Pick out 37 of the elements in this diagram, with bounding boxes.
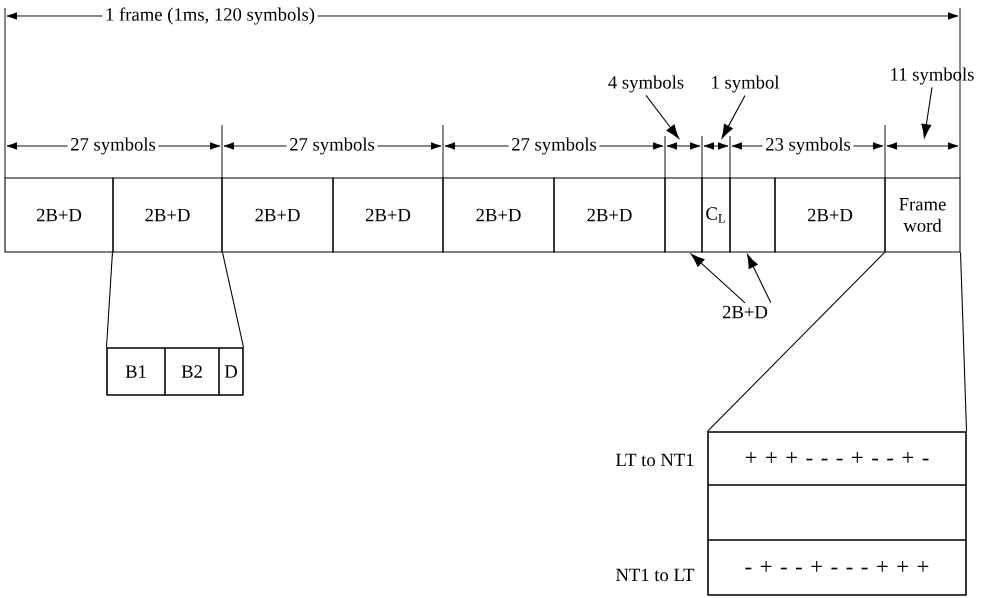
arrow [921, 86, 933, 139]
dimension-label: 1 frame (1ms, 120 symbols) [102, 4, 318, 28]
row-label: NT1 to LT [615, 568, 695, 582]
dimension-note: 4 symbols [608, 75, 684, 93]
sequence-cell: + + + - - - + - - + - [707, 431, 967, 486]
arrow [690, 253, 746, 304]
zoom-line [105, 252, 113, 348]
frame-cell: 2B+D [553, 177, 666, 253]
frame-cell: 2B+D [332, 177, 444, 253]
zoom-line [706, 252, 885, 432]
frame-cell [664, 177, 703, 253]
arrow [721, 94, 746, 139]
text-label: 2B+D [722, 305, 768, 319]
dimension-note: 1 symbol [712, 75, 780, 93]
frame-cell: 2B+D [774, 177, 886, 253]
frame-cell [729, 177, 776, 253]
arrow [747, 254, 772, 304]
bit-cell: B2 [164, 347, 220, 396]
frame-cell: 2B+D [112, 177, 223, 253]
sequence-cell [707, 484, 967, 541]
row-label: LT to NT1 [615, 453, 694, 467]
frame-cell: C$_{L}$ [701, 177, 731, 253]
dimension-label: 27 symbols [286, 134, 378, 158]
zoom-line [960, 252, 968, 432]
arrow [645, 94, 680, 139]
bit-cell: D [218, 347, 244, 396]
frame-cell: 2B+D [4, 177, 114, 253]
bit-cell: B1 [106, 347, 166, 396]
dimension-label: 27 symbols [67, 134, 159, 158]
frame-cell: 2B+D [442, 177, 555, 253]
dimension-label: 27 symbols [508, 134, 600, 158]
sequence-cell: - + - - + - - - + + + [707, 539, 967, 596]
dimension-label: 23 symbols [762, 134, 854, 158]
zoom-line [222, 252, 245, 348]
frame-cell: Frame word [884, 177, 961, 253]
frame-cell: 2B+D [221, 177, 334, 253]
dimension-note: 11 symbols [891, 67, 974, 85]
